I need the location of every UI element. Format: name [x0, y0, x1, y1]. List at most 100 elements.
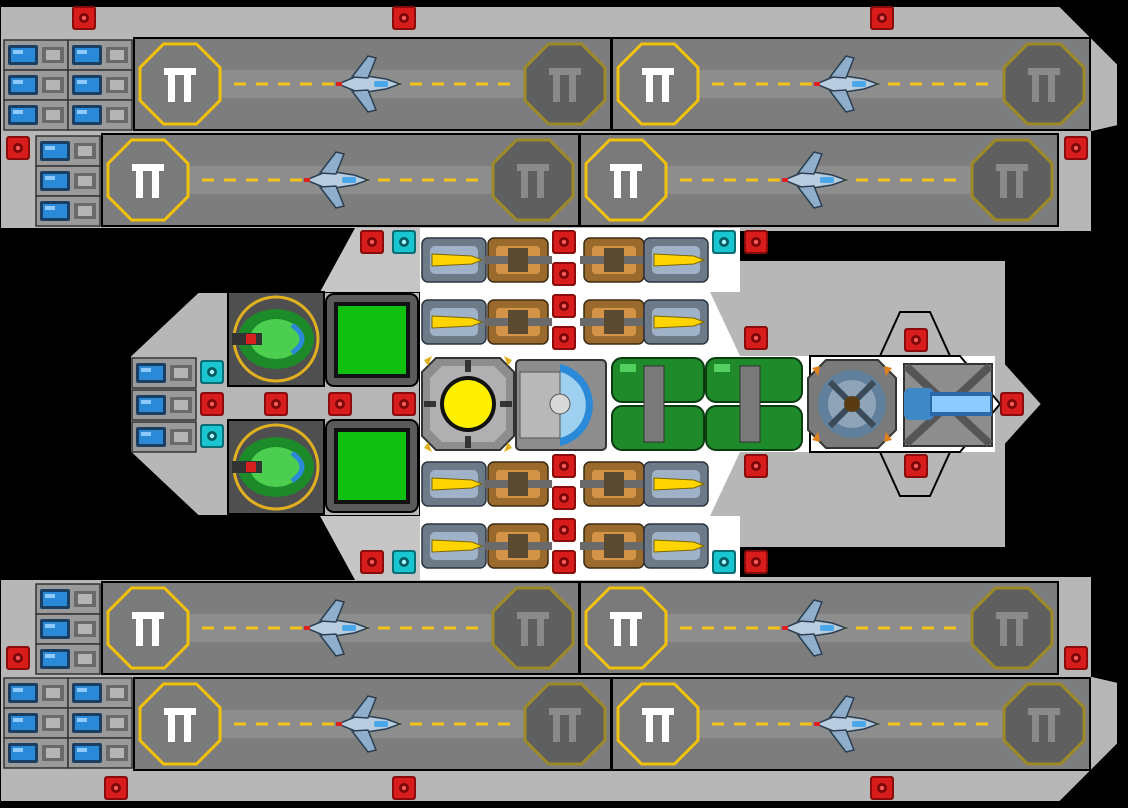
main-cannon — [903, 363, 993, 447]
thruster-icon — [3, 737, 69, 769]
turret-icon — [552, 262, 576, 286]
autocannon — [579, 461, 649, 507]
landing-pad — [970, 586, 1054, 670]
missile-launcher — [421, 299, 487, 345]
hangar-bays — [101, 37, 1091, 771]
thruster-icon — [35, 165, 101, 197]
autocannon — [483, 299, 553, 345]
reactor-core — [421, 356, 515, 452]
hangar-bay — [133, 37, 612, 131]
turret-icon — [1000, 392, 1024, 416]
autocannon — [483, 237, 553, 283]
turret-icon — [392, 6, 416, 30]
turret-icon — [392, 230, 416, 254]
hangar-bay — [611, 677, 1091, 771]
thruster-icon — [67, 69, 133, 101]
command-pod-top — [227, 291, 325, 387]
turret-icon — [104, 776, 128, 800]
turret-icon — [712, 550, 736, 574]
missile-launcher — [421, 237, 487, 283]
hangar-bay — [611, 37, 1091, 131]
turret-icon — [552, 550, 576, 574]
turret-icon — [1064, 136, 1088, 160]
missile-launcher — [643, 523, 709, 569]
landing-pad — [491, 586, 575, 670]
turret-icon — [392, 776, 416, 800]
turret-icon — [328, 392, 352, 416]
hangar-bay — [133, 677, 612, 771]
thruster-icon — [35, 583, 101, 615]
hangar-bay — [101, 133, 580, 227]
landing-pad — [1002, 682, 1086, 766]
cargo-bay-bottom — [325, 419, 419, 513]
turret-icon — [264, 392, 288, 416]
thruster-icon — [3, 677, 69, 709]
turret-icon — [6, 136, 30, 160]
launch-pad — [584, 138, 668, 222]
turret-icon — [744, 550, 768, 574]
launch-pad — [616, 42, 700, 126]
turret-icon — [712, 230, 736, 254]
landing-pad — [523, 682, 607, 766]
autocannon — [579, 237, 649, 283]
turret-icon — [360, 550, 384, 574]
thruster-icon — [35, 135, 101, 167]
turret-icon — [200, 424, 224, 448]
turret-icon — [552, 518, 576, 542]
thruster-icon — [131, 421, 197, 453]
autocannon — [579, 299, 649, 345]
turret-icon — [392, 392, 416, 416]
thruster-icon — [3, 707, 69, 739]
turret-icon — [744, 454, 768, 478]
autocannon — [579, 523, 649, 569]
thruster-icon — [3, 39, 69, 71]
autocannon — [483, 523, 553, 569]
turret-icon — [360, 230, 384, 254]
bridge-modules — [227, 291, 993, 515]
missile-launcher — [421, 523, 487, 569]
missile-launcher — [643, 237, 709, 283]
thruster-icon — [35, 613, 101, 645]
launch-pad — [138, 42, 222, 126]
thruster-icon — [67, 39, 133, 71]
turret-icon — [392, 550, 416, 574]
landing-pad — [523, 42, 607, 126]
launch-pad — [106, 138, 190, 222]
command-pod-bottom — [227, 419, 325, 515]
thruster-icon — [35, 195, 101, 227]
launch-pad — [106, 586, 190, 670]
missile-launcher — [421, 461, 487, 507]
turret-icon — [904, 454, 928, 478]
sensor-array — [807, 359, 897, 449]
launch-pad — [138, 682, 222, 766]
thruster-icon — [3, 69, 69, 101]
thruster-icon — [67, 677, 133, 709]
launch-pad — [584, 586, 668, 670]
thruster-icon — [131, 389, 197, 421]
turret-icon — [1064, 646, 1088, 670]
turret-icon — [904, 328, 928, 352]
turret-icon — [552, 454, 576, 478]
autocannon — [483, 461, 553, 507]
turret-icon — [552, 486, 576, 510]
missile-launcher — [643, 299, 709, 345]
thruster-icon — [67, 737, 133, 769]
turret-icon — [200, 392, 224, 416]
missile-launcher — [643, 461, 709, 507]
hangar-bay — [579, 133, 1059, 227]
thruster-icon — [3, 99, 69, 131]
turret-icon — [552, 230, 576, 254]
turret-icon — [552, 294, 576, 318]
turret-icon — [870, 776, 894, 800]
hangar-bay — [101, 581, 580, 675]
turret-icon — [552, 326, 576, 350]
thruster-icon — [67, 99, 133, 131]
turret-icon — [6, 646, 30, 670]
turret-icon — [200, 360, 224, 384]
thruster-icon — [67, 707, 133, 739]
turret-icon — [72, 6, 96, 30]
landing-pad — [1002, 42, 1086, 126]
hangar-bay — [579, 581, 1059, 675]
fuel-tanks — [611, 357, 803, 451]
